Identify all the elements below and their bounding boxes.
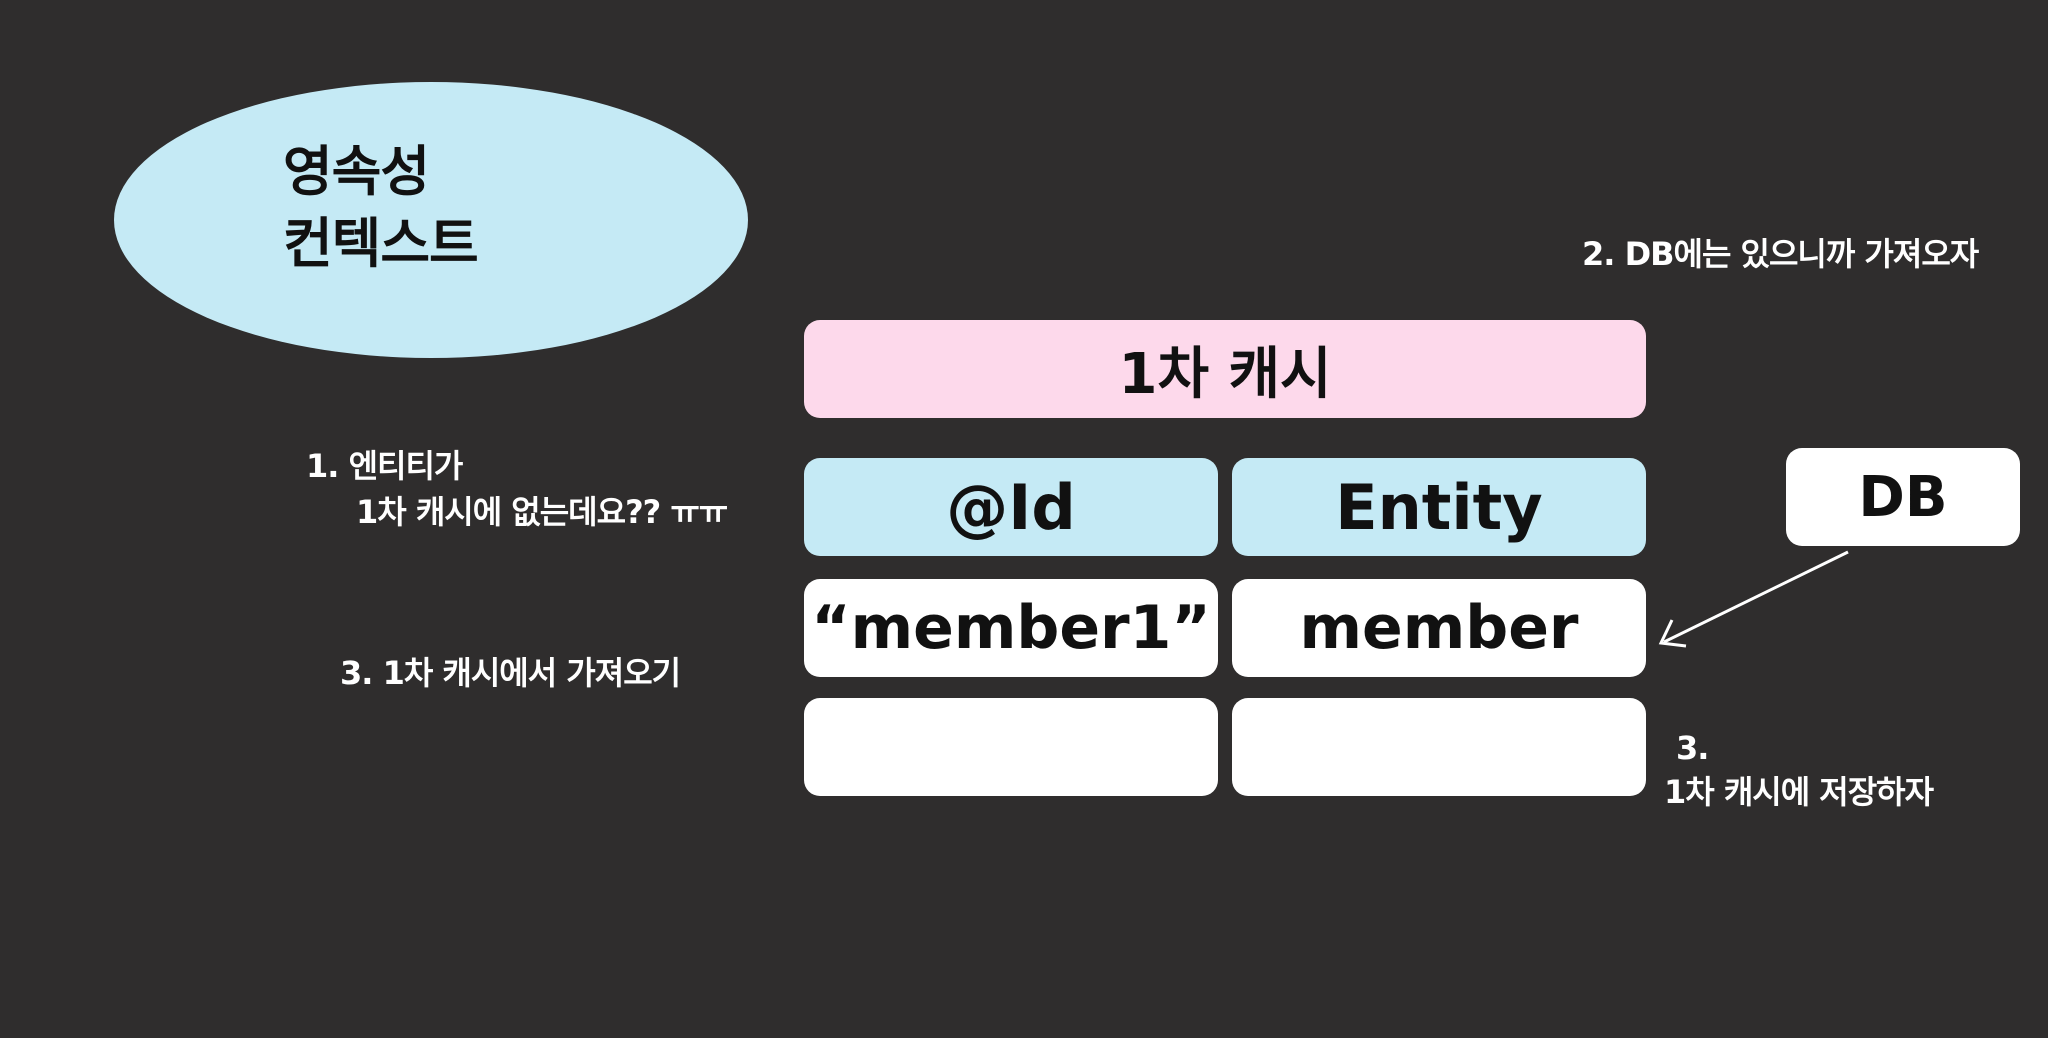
cache-row-2-id bbox=[804, 698, 1218, 796]
cache-row-1-entity: member bbox=[1232, 579, 1646, 677]
cache-column-id: @Id bbox=[804, 458, 1218, 556]
first-level-cache-title: 1차 캐시 bbox=[804, 320, 1646, 418]
step-3-right-note-line-2: 1차 캐시에 저장하자 bbox=[1664, 773, 1934, 811]
step-1-note-line-1: 1. 엔티티가 bbox=[306, 447, 463, 485]
step-3-right-note-line-1: 3. bbox=[1676, 729, 1709, 767]
step-1-note-line-2: 1차 캐시에 없는데요?? ㅠㅠ bbox=[356, 493, 728, 531]
cache-row-1-id: “member1” bbox=[804, 579, 1218, 677]
cache-column-entity: Entity bbox=[1232, 458, 1646, 556]
cache-row-2-entity bbox=[1232, 698, 1646, 796]
step-3-left-note: 3. 1차 캐시에서 가져오기 bbox=[340, 654, 681, 692]
persistence-context-label: 영속성 컨텍스트 bbox=[283, 140, 479, 275]
database-box: DB bbox=[1786, 448, 2020, 546]
persistence-context-ellipse bbox=[114, 82, 748, 358]
step-2-note: 2. DB에는 있으니까 가져오자 bbox=[1582, 235, 1979, 273]
